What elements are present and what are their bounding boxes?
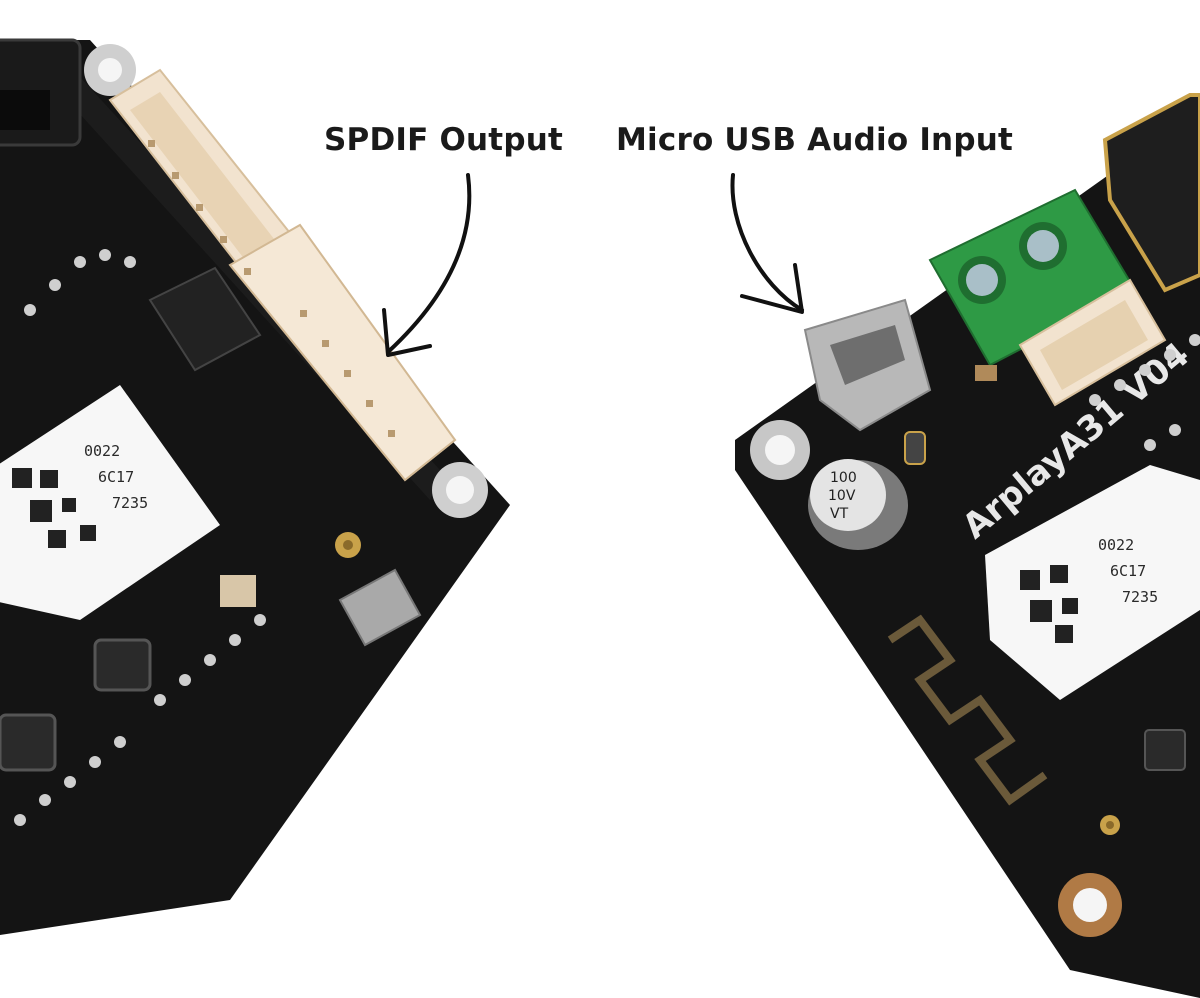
pcb-antenna xyxy=(887,614,1048,806)
capacitor-label-1: 100 xyxy=(830,470,857,486)
spdif-output-label: SPDIF Output xyxy=(324,122,564,158)
left-module-label-3: 7235 xyxy=(112,494,148,512)
micro-usb-audio-input-label: Micro USB Audio Input xyxy=(616,122,1013,158)
left-module-label-2: 6C17 xyxy=(98,468,134,486)
capacitor-label-3: VT xyxy=(830,506,849,522)
capacitor: 100 10V VT xyxy=(808,459,908,550)
right-board: 100 10V VT ArplayA31 V04 xyxy=(735,93,1200,998)
right-wifi-module: 0022 6C17 7235 xyxy=(985,465,1200,700)
micro-usb-port xyxy=(803,298,932,432)
metal-clip xyxy=(338,568,422,647)
left-wifi-module: 0022 6C17 7235 xyxy=(0,385,220,620)
ic-chip xyxy=(148,266,262,372)
capacitor-label-2: 10V xyxy=(828,488,856,504)
left-board: 0022 6C17 7235 xyxy=(0,38,510,935)
screw-terminal xyxy=(928,188,1137,367)
usb-arrow xyxy=(730,173,804,314)
spdif-arrow xyxy=(382,173,472,357)
right-module-label-3: 7235 xyxy=(1122,588,1158,606)
spdif-connector xyxy=(108,68,457,482)
left-module-label-1: 0022 xyxy=(84,442,120,460)
inductor xyxy=(93,638,152,692)
right-module-label-2: 6C17 xyxy=(1110,562,1146,580)
audio-jack-right xyxy=(1102,93,1200,293)
jst-connector xyxy=(1018,278,1167,407)
right-module-label-1: 0022 xyxy=(1098,536,1134,554)
